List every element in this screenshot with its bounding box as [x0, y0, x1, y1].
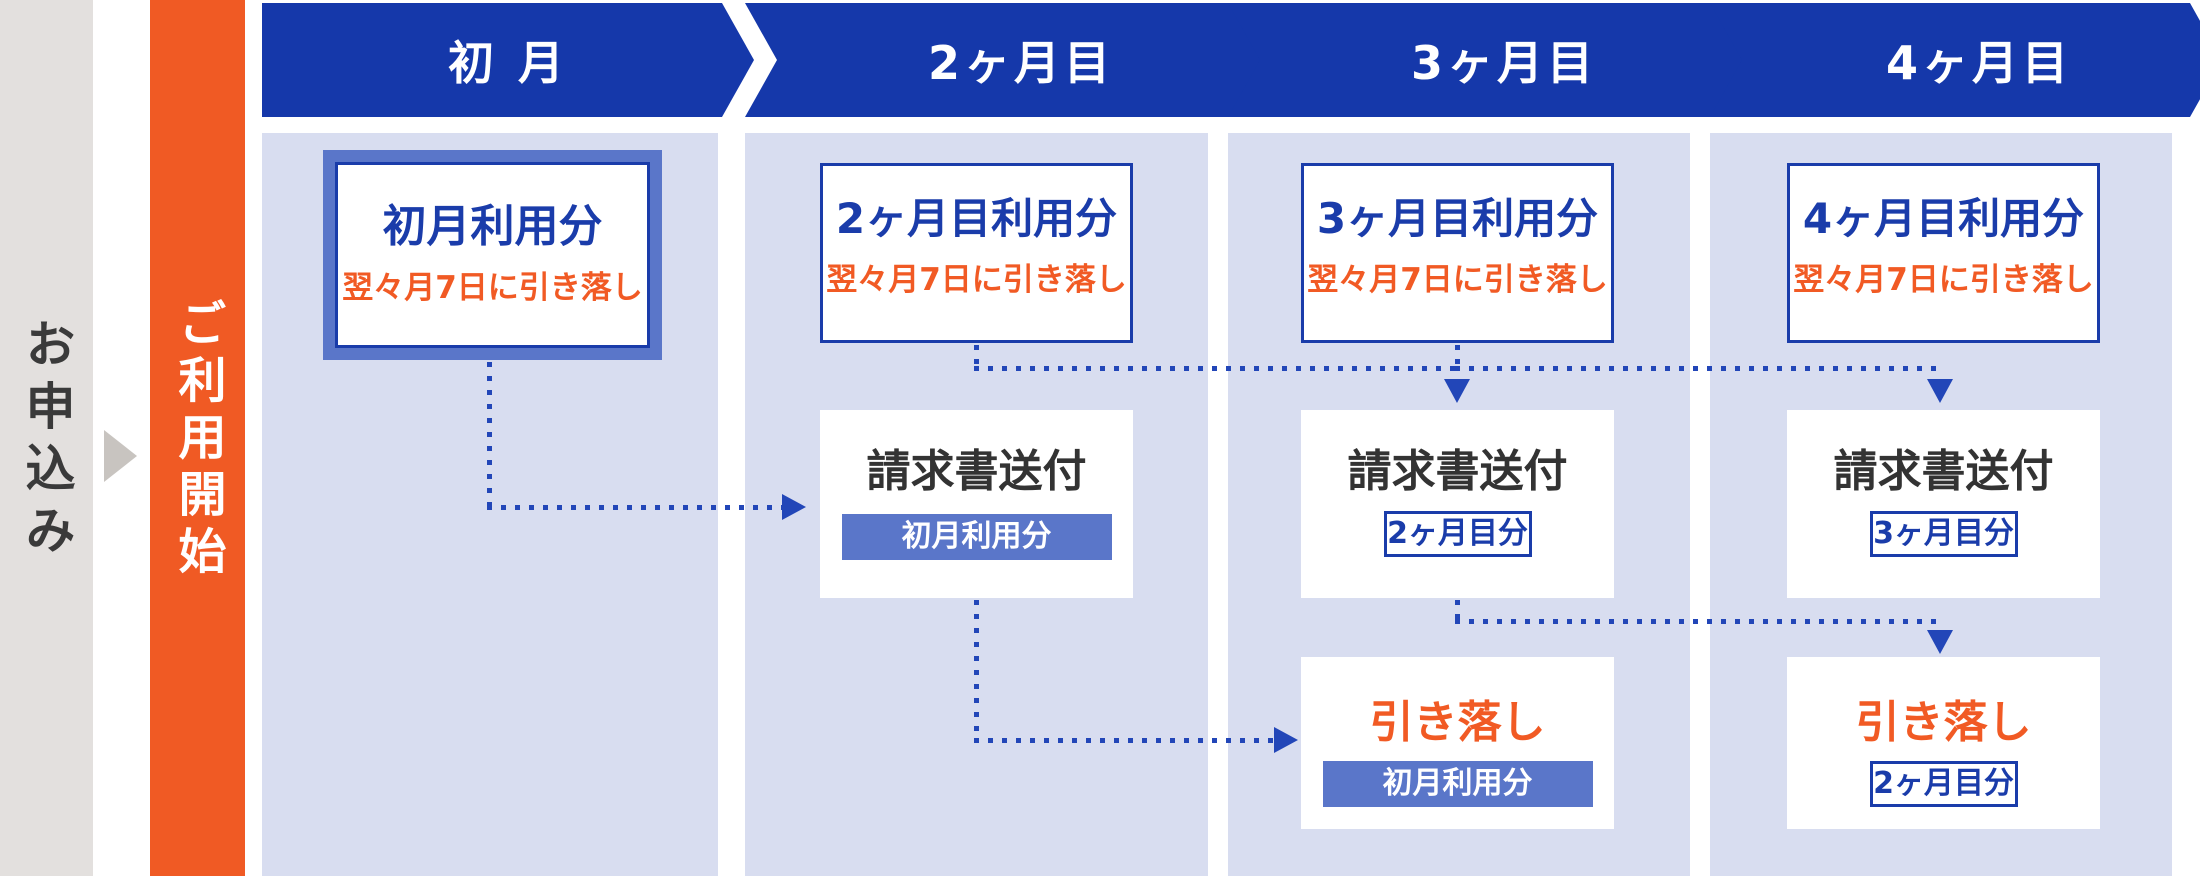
invoice-box-month-4: 請求書送付 3ヶ月目分: [1787, 410, 2100, 598]
usage-title: 2ヶ月目利用分: [835, 194, 1118, 243]
usage-title: 初月利用分: [382, 201, 603, 253]
usage-title: 4ヶ月目利用分: [1802, 194, 2085, 243]
usage-subtitle: 翌々月7日に引き落し: [1793, 262, 2094, 299]
usage-box-month-4: 4ヶ月目利用分 翌々月7日に引き落し: [1787, 163, 2100, 343]
usage-subtitle: 翌々月7日に引き落し: [1307, 262, 1608, 299]
debit-badge: 2ヶ月目分: [1869, 761, 2018, 807]
month-header-3: 3ヶ月目: [1228, 3, 1754, 117]
invoice-box-month-3: 請求書送付 2ヶ月目分: [1301, 410, 1614, 598]
arrow-down-icon: [1927, 379, 1953, 403]
invoice-badge: 初月利用分: [841, 514, 1112, 560]
arrow-down-icon: [1927, 630, 1953, 654]
debit-badge: 初月利用分: [1322, 761, 1593, 807]
application-label-wrap: お申込み: [0, 318, 93, 566]
application-band: [0, 0, 93, 876]
month-header-1-label: 初 月: [447, 36, 568, 90]
usage-box-month-1: 初月利用分 翌々月7日に引き落し: [323, 150, 662, 360]
invoice-title: 請求書送付: [1347, 446, 1568, 497]
debit-box-month-3: 引き落し 初月利用分: [1301, 657, 1614, 829]
usage-title: 3ヶ月目利用分: [1316, 194, 1599, 243]
usage-box-month-1-inner: 初月利用分 翌々月7日に引き落し: [335, 162, 650, 348]
usage-subtitle: 翌々月7日に引き落し: [826, 262, 1127, 299]
application-label: お申込み: [17, 318, 76, 566]
month-header-3-label: 3ヶ月目: [1410, 36, 1597, 90]
invoice-badge: 3ヶ月目分: [1869, 511, 2018, 557]
invoice-badge: 2ヶ月目分: [1383, 511, 1532, 557]
service-start-label: ご利用開始: [169, 298, 226, 583]
arrow-down-icon: [1444, 379, 1470, 403]
month-header-2: 2ヶ月目: [745, 3, 1271, 117]
month-header-1: 初 月: [262, 3, 754, 117]
arrow-right-icon: [782, 494, 806, 520]
month-header-4-label: 4ヶ月目: [1885, 36, 2072, 90]
flow-arrow-icon: [104, 430, 137, 482]
invoice-box-month-2: 請求書送付 初月利用分: [820, 410, 1133, 598]
debit-box-month-4: 引き落し 2ヶ月目分: [1787, 657, 2100, 829]
invoice-title: 請求書送付: [866, 446, 1087, 497]
usage-box-month-2: 2ヶ月目利用分 翌々月7日に引き落し: [820, 163, 1133, 343]
service-start-label-wrap: ご利用開始: [150, 298, 245, 583]
usage-box-month-3: 3ヶ月目利用分 翌々月7日に引き落し: [1301, 163, 1614, 343]
invoice-title: 請求書送付: [1833, 446, 2054, 497]
month-header-2-label: 2ヶ月目: [927, 36, 1114, 90]
debit-title: 引き落し: [1855, 697, 2032, 748]
service-start-band: [150, 0, 245, 876]
debit-title: 引き落し: [1369, 697, 1546, 748]
arrow-right-icon: [1274, 727, 1298, 753]
month-header-4: 4ヶ月目: [1710, 3, 2200, 117]
usage-subtitle: 翌々月7日に引き落し: [342, 269, 643, 306]
